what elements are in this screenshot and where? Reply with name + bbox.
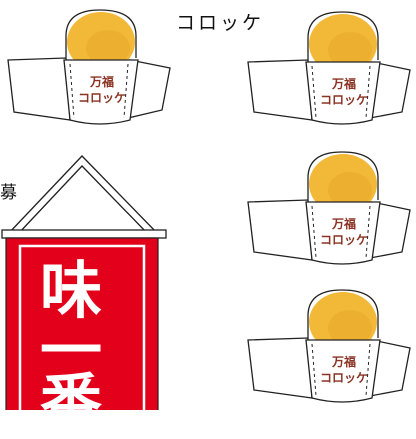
croquette-label-line1: 万福	[89, 74, 114, 89]
noren-banner: 味 一 番	[0, 150, 170, 434]
croquette-label-line1: 万福	[331, 354, 356, 369]
croquette-item: 万福 コロッケ	[242, 8, 416, 138]
croquette-item: 万福 コロッケ	[0, 8, 175, 138]
banner-char-1: 味	[40, 254, 103, 327]
illustration-sheet: コロッケ 募 万福 コロッケ 万福	[0, 8, 416, 434]
croquette-illustration-icon: 万福 コロッケ	[247, 289, 411, 403]
croquette-illustration-icon: 万福 コロッケ	[7, 9, 171, 125]
croquette-illustration-icon: 万福 コロッケ	[247, 151, 411, 265]
croquette-label-line2: コロッケ	[320, 233, 368, 247]
side-character: 募	[0, 183, 17, 203]
croquette-illustration-icon: 万福 コロッケ	[247, 11, 411, 125]
croquette-item: 万福 コロッケ	[242, 286, 416, 410]
croquette-label-line1: 万福	[331, 76, 356, 91]
croquette-item: 万福 コロッケ	[242, 148, 416, 278]
croquette-label-line2: コロッケ	[320, 93, 368, 107]
page-title: コロッケ	[176, 12, 265, 34]
banner-char-3: 番	[40, 366, 103, 439]
croquette-label-line1: 万福	[331, 216, 356, 231]
croquette-label-line2: コロッケ	[320, 371, 368, 385]
noren-banner-icon	[1, 155, 167, 419]
croquette-label-line2: コロッケ	[78, 91, 126, 105]
banner-char-2: 一	[40, 314, 103, 387]
